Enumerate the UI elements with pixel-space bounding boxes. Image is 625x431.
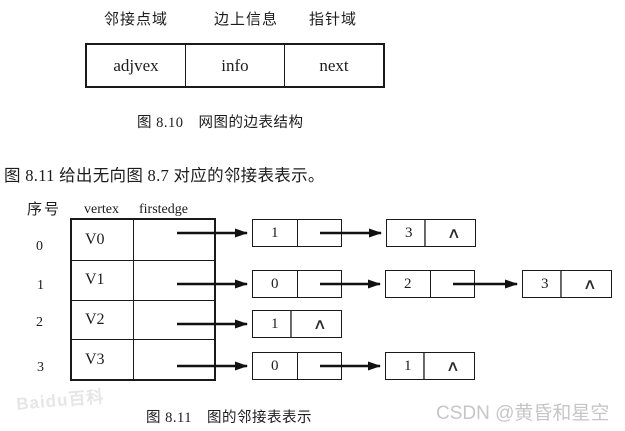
vertex-row: V2 [72, 299, 214, 340]
adjvex-value: 1 [271, 224, 279, 241]
adjvex-value: 3 [541, 275, 549, 292]
edge-node: 3 ∧ [386, 219, 476, 247]
edge-node: 0 [252, 270, 342, 298]
next-pointer-cell [429, 271, 475, 297]
vertex-row: V3 [72, 339, 214, 379]
next-pointer-cell [296, 271, 342, 297]
row-index: 1 [37, 278, 44, 293]
intro-text: 图 8.11 给出无向图 8.7 对应的邻接表表示。 [4, 166, 325, 185]
field-label-info: 边上信息 [214, 12, 279, 28]
edge-node: 1 ∧ [385, 352, 475, 380]
header-firstedge: firstedge [139, 202, 188, 217]
row-index: 3 [37, 360, 44, 375]
figure-810-caption: 图 8.10 网图的边表结构 [137, 115, 304, 131]
null-pointer: ∧ [423, 220, 482, 246]
vertex-label: V2 [72, 300, 134, 340]
vertex-label: V3 [72, 340, 134, 379]
baidu-watermark: Baidu百科 [15, 387, 106, 414]
row-index: 0 [36, 239, 43, 254]
header-index: 序号 [27, 202, 62, 218]
adjvex-value: 1 [404, 357, 412, 374]
adjvex-value: 1 [271, 315, 279, 332]
vertex-row: V0 [72, 220, 214, 260]
edge-node: 1 ∧ [252, 310, 342, 338]
next-cell: next [284, 45, 383, 86]
field-label-adjvex: 邻接点域 [104, 12, 169, 28]
next-pointer-cell [296, 220, 342, 246]
edge-node: 2 [385, 270, 475, 298]
info-cell: info [185, 45, 284, 86]
adjvex-value: 3 [405, 224, 413, 241]
header-vertex: vertex [84, 202, 119, 217]
edge-node: 0 [252, 352, 342, 380]
row-index: 2 [36, 315, 43, 330]
null-pointer: ∧ [559, 271, 618, 297]
vertex-label: V0 [72, 220, 134, 260]
vertex-label: V1 [72, 260, 134, 300]
edge-node: 3 ∧ [522, 270, 612, 298]
edge-node: 1 [252, 219, 342, 247]
null-pointer: ∧ [289, 311, 348, 337]
adjvex-value: 0 [271, 357, 279, 374]
figure-810: 邻接点域 边上信息 指针域 adjvex info next 图 8.10 网图… [0, 0, 625, 140]
vertex-row: V1 [72, 259, 214, 300]
null-pointer: ∧ [422, 353, 481, 379]
vertex-table: V0 V1 V2 V3 [70, 218, 216, 381]
adjvex-value: 0 [271, 275, 279, 292]
csdn-watermark: CSDN @黄昏和星空 [436, 403, 610, 424]
next-pointer-cell [296, 353, 342, 379]
edge-struct-table: adjvex info next [85, 43, 385, 88]
field-label-next: 指针域 [309, 12, 358, 28]
adjvex-cell: adjvex [113, 55, 159, 75]
figure-811-caption: 图 8.11 图的邻接表表示 [146, 410, 312, 426]
adjvex-value: 2 [404, 275, 412, 292]
